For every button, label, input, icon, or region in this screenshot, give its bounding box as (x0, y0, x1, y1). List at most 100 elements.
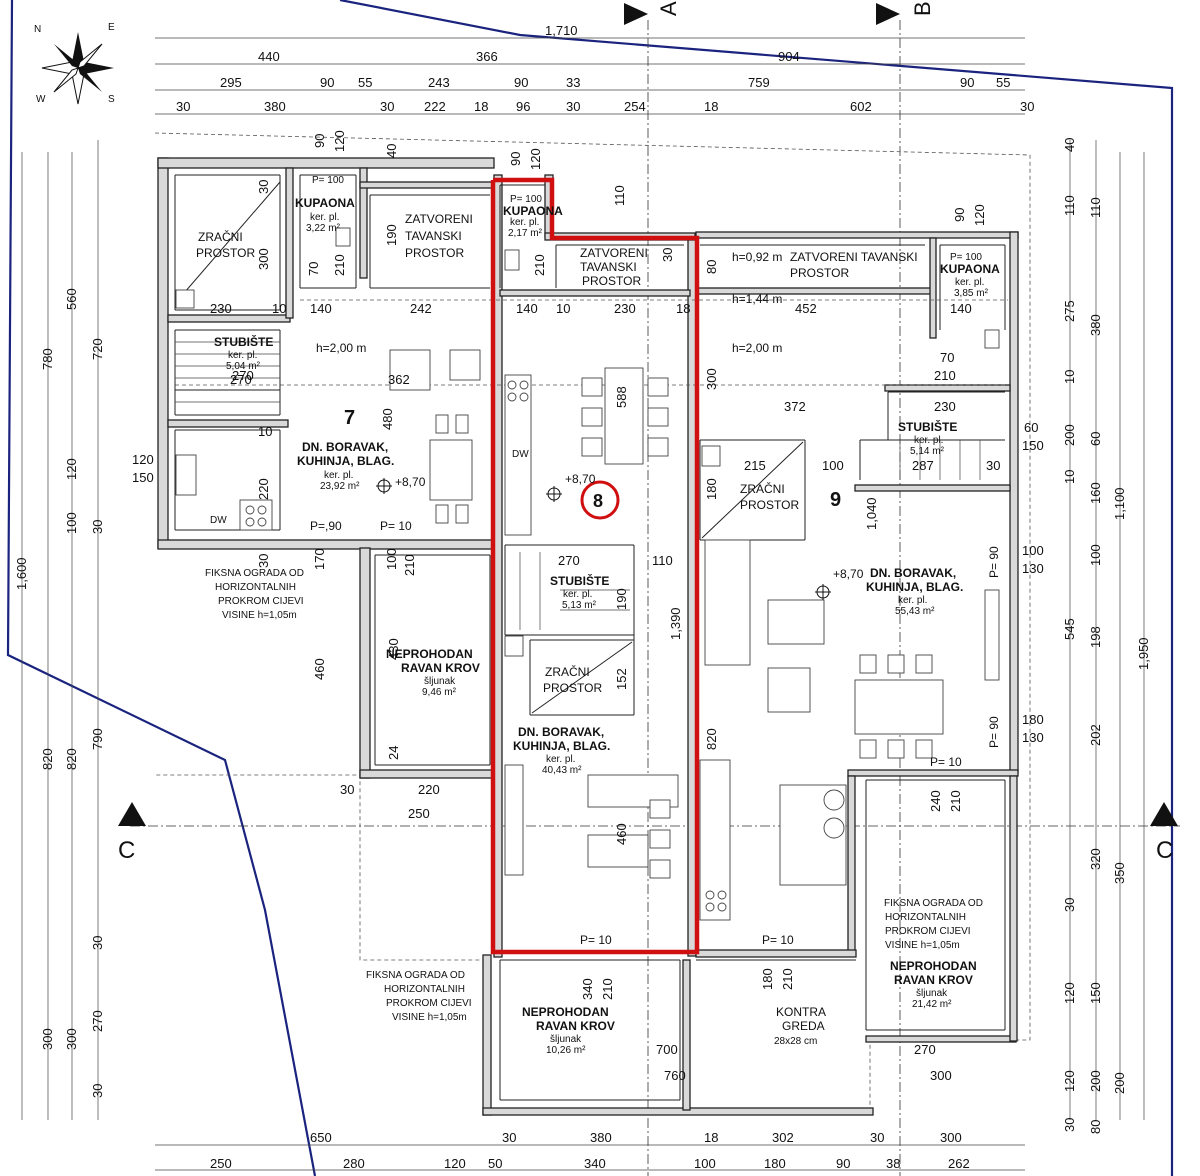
svg-text:100: 100 (64, 512, 79, 534)
svg-text:30: 30 (90, 936, 105, 950)
svg-text:B: B (910, 1, 935, 16)
svg-text:250: 250 (408, 806, 430, 821)
stair-treads (175, 341, 981, 630)
svg-text:90: 90 (836, 1156, 850, 1171)
svg-text:110: 110 (652, 553, 673, 568)
svg-text:P= 100: P= 100 (950, 252, 982, 263)
svg-text:602: 602 (850, 99, 872, 114)
svg-text:440: 440 (258, 49, 280, 64)
svg-text:160: 160 (1088, 482, 1103, 504)
svg-text:PROSTOR: PROSTOR (582, 274, 641, 288)
svg-text:720: 720 (90, 338, 105, 360)
walls-terraces (359, 547, 1018, 1116)
svg-text:300: 300 (704, 368, 719, 390)
svg-text:P= 10: P= 10 (930, 755, 962, 769)
svg-text:+8,70: +8,70 (833, 567, 864, 581)
svg-text:700: 700 (656, 1042, 678, 1057)
svg-text:120: 120 (1062, 982, 1077, 1004)
svg-text:ker. pl.: ker. pl. (310, 212, 339, 223)
unit-7-number: 7 (344, 407, 355, 429)
svg-text:10,26 m²: 10,26 m² (546, 1045, 586, 1056)
inner-dimensions: 230 140 10 242 140 10 230 18 452 140 270… (132, 130, 1044, 1083)
u9-boravak: DN. BORAVAK, (870, 566, 956, 580)
roof-3-title: NEPROHODAN (890, 959, 977, 973)
svg-text:10: 10 (556, 301, 570, 316)
svg-text:VISINE h=1,05m: VISINE h=1,05m (392, 1012, 467, 1023)
svg-text:120: 120 (132, 452, 154, 467)
svg-text:270: 270 (914, 1042, 936, 1057)
section-marker-c-right: C (1150, 802, 1178, 864)
svg-text:152: 152 (614, 668, 629, 690)
svg-text:PROSTOR: PROSTOR (790, 266, 849, 280)
furniture (175, 227, 1000, 921)
svg-text:1,710: 1,710 (545, 23, 578, 38)
svg-text:96: 96 (516, 99, 530, 114)
railing-note-left: FIKSNA OGRADA OD HORIZONTALNIH PROKROM C… (205, 568, 304, 621)
svg-text:242: 242 (410, 301, 432, 316)
svg-text:ker. pl.: ker. pl. (546, 754, 575, 765)
svg-text:P= 10: P= 10 (380, 519, 412, 533)
svg-text:18: 18 (704, 99, 718, 114)
u9-zracni: ZRAČNI (740, 481, 785, 496)
site-boundary-left (6, 0, 317, 1176)
svg-text:FIKSNA OGRADA OD: FIKSNA OGRADA OD (884, 898, 983, 909)
svg-text:30: 30 (1062, 898, 1077, 912)
svg-text:270: 270 (558, 553, 580, 568)
section-marker-a: A (624, 1, 681, 25)
svg-text:254: 254 (624, 99, 646, 114)
svg-text:270: 270 (90, 1010, 105, 1032)
svg-text:ker. pl.: ker. pl. (898, 595, 927, 606)
svg-text:180: 180 (764, 1156, 786, 1171)
svg-text:220: 220 (418, 782, 440, 797)
svg-text:50: 50 (488, 1156, 502, 1171)
unit-9-number: 9 (830, 489, 841, 511)
svg-text:C: C (1156, 837, 1173, 864)
svg-text:140: 140 (516, 301, 538, 316)
svg-text:430: 430 (386, 638, 401, 660)
svg-text:30: 30 (176, 99, 190, 114)
svg-text:šljunak: šljunak (550, 1034, 582, 1045)
svg-text:1,040: 1,040 (864, 497, 879, 530)
svg-text:300: 300 (64, 1028, 79, 1050)
svg-text:380: 380 (264, 99, 286, 114)
svg-text:130: 130 (1022, 730, 1044, 745)
svg-text:760: 760 (664, 1068, 686, 1083)
svg-text:VISINE h=1,05m: VISINE h=1,05m (885, 940, 960, 951)
unit-8-number: 8 (593, 491, 603, 511)
svg-text:780: 780 (40, 348, 55, 370)
svg-text:P= 100: P= 100 (510, 194, 542, 205)
svg-text:100: 100 (1022, 543, 1044, 558)
svg-text:70: 70 (306, 262, 321, 276)
svg-text:KUHINJA, BLAG.: KUHINJA, BLAG. (513, 739, 610, 753)
svg-text:820: 820 (704, 728, 719, 750)
svg-text:110: 110 (1088, 197, 1103, 218)
svg-text:287: 287 (912, 458, 934, 473)
svg-text:198: 198 (1088, 626, 1103, 648)
svg-text:200: 200 (1062, 424, 1077, 446)
svg-text:18: 18 (474, 99, 488, 114)
svg-text:33: 33 (566, 75, 580, 90)
svg-text:ker. pl.: ker. pl. (563, 589, 592, 600)
svg-text:130: 130 (1022, 561, 1044, 576)
svg-text:90: 90 (514, 75, 528, 90)
svg-text:210: 210 (934, 368, 956, 383)
svg-text:350: 350 (1112, 862, 1127, 884)
svg-text:ker. pl.: ker. pl. (324, 470, 353, 481)
svg-text:588: 588 (614, 386, 629, 408)
svg-text:140: 140 (310, 301, 332, 316)
svg-text:110: 110 (1062, 195, 1077, 216)
svg-text:30: 30 (502, 1130, 516, 1145)
dimension-lines-bottom (155, 1144, 1025, 1171)
svg-text:VISINE h=1,05m: VISINE h=1,05m (222, 610, 297, 621)
svg-text:PROSTOR: PROSTOR (740, 498, 799, 512)
svg-text:GREDA: GREDA (782, 1019, 825, 1033)
svg-text:460: 460 (614, 823, 629, 845)
svg-text:10: 10 (258, 424, 272, 439)
dimension-lines-right (1069, 140, 1145, 1120)
svg-text:P= 90: P= 90 (987, 716, 1001, 748)
svg-text:30: 30 (256, 554, 271, 568)
svg-text:30: 30 (660, 248, 675, 262)
svg-text:210: 210 (532, 254, 547, 276)
dimension-text-left: 1,600 780 820 300 560 120 100 820 300 72… (14, 288, 105, 1098)
svg-text:170: 170 (312, 548, 327, 570)
